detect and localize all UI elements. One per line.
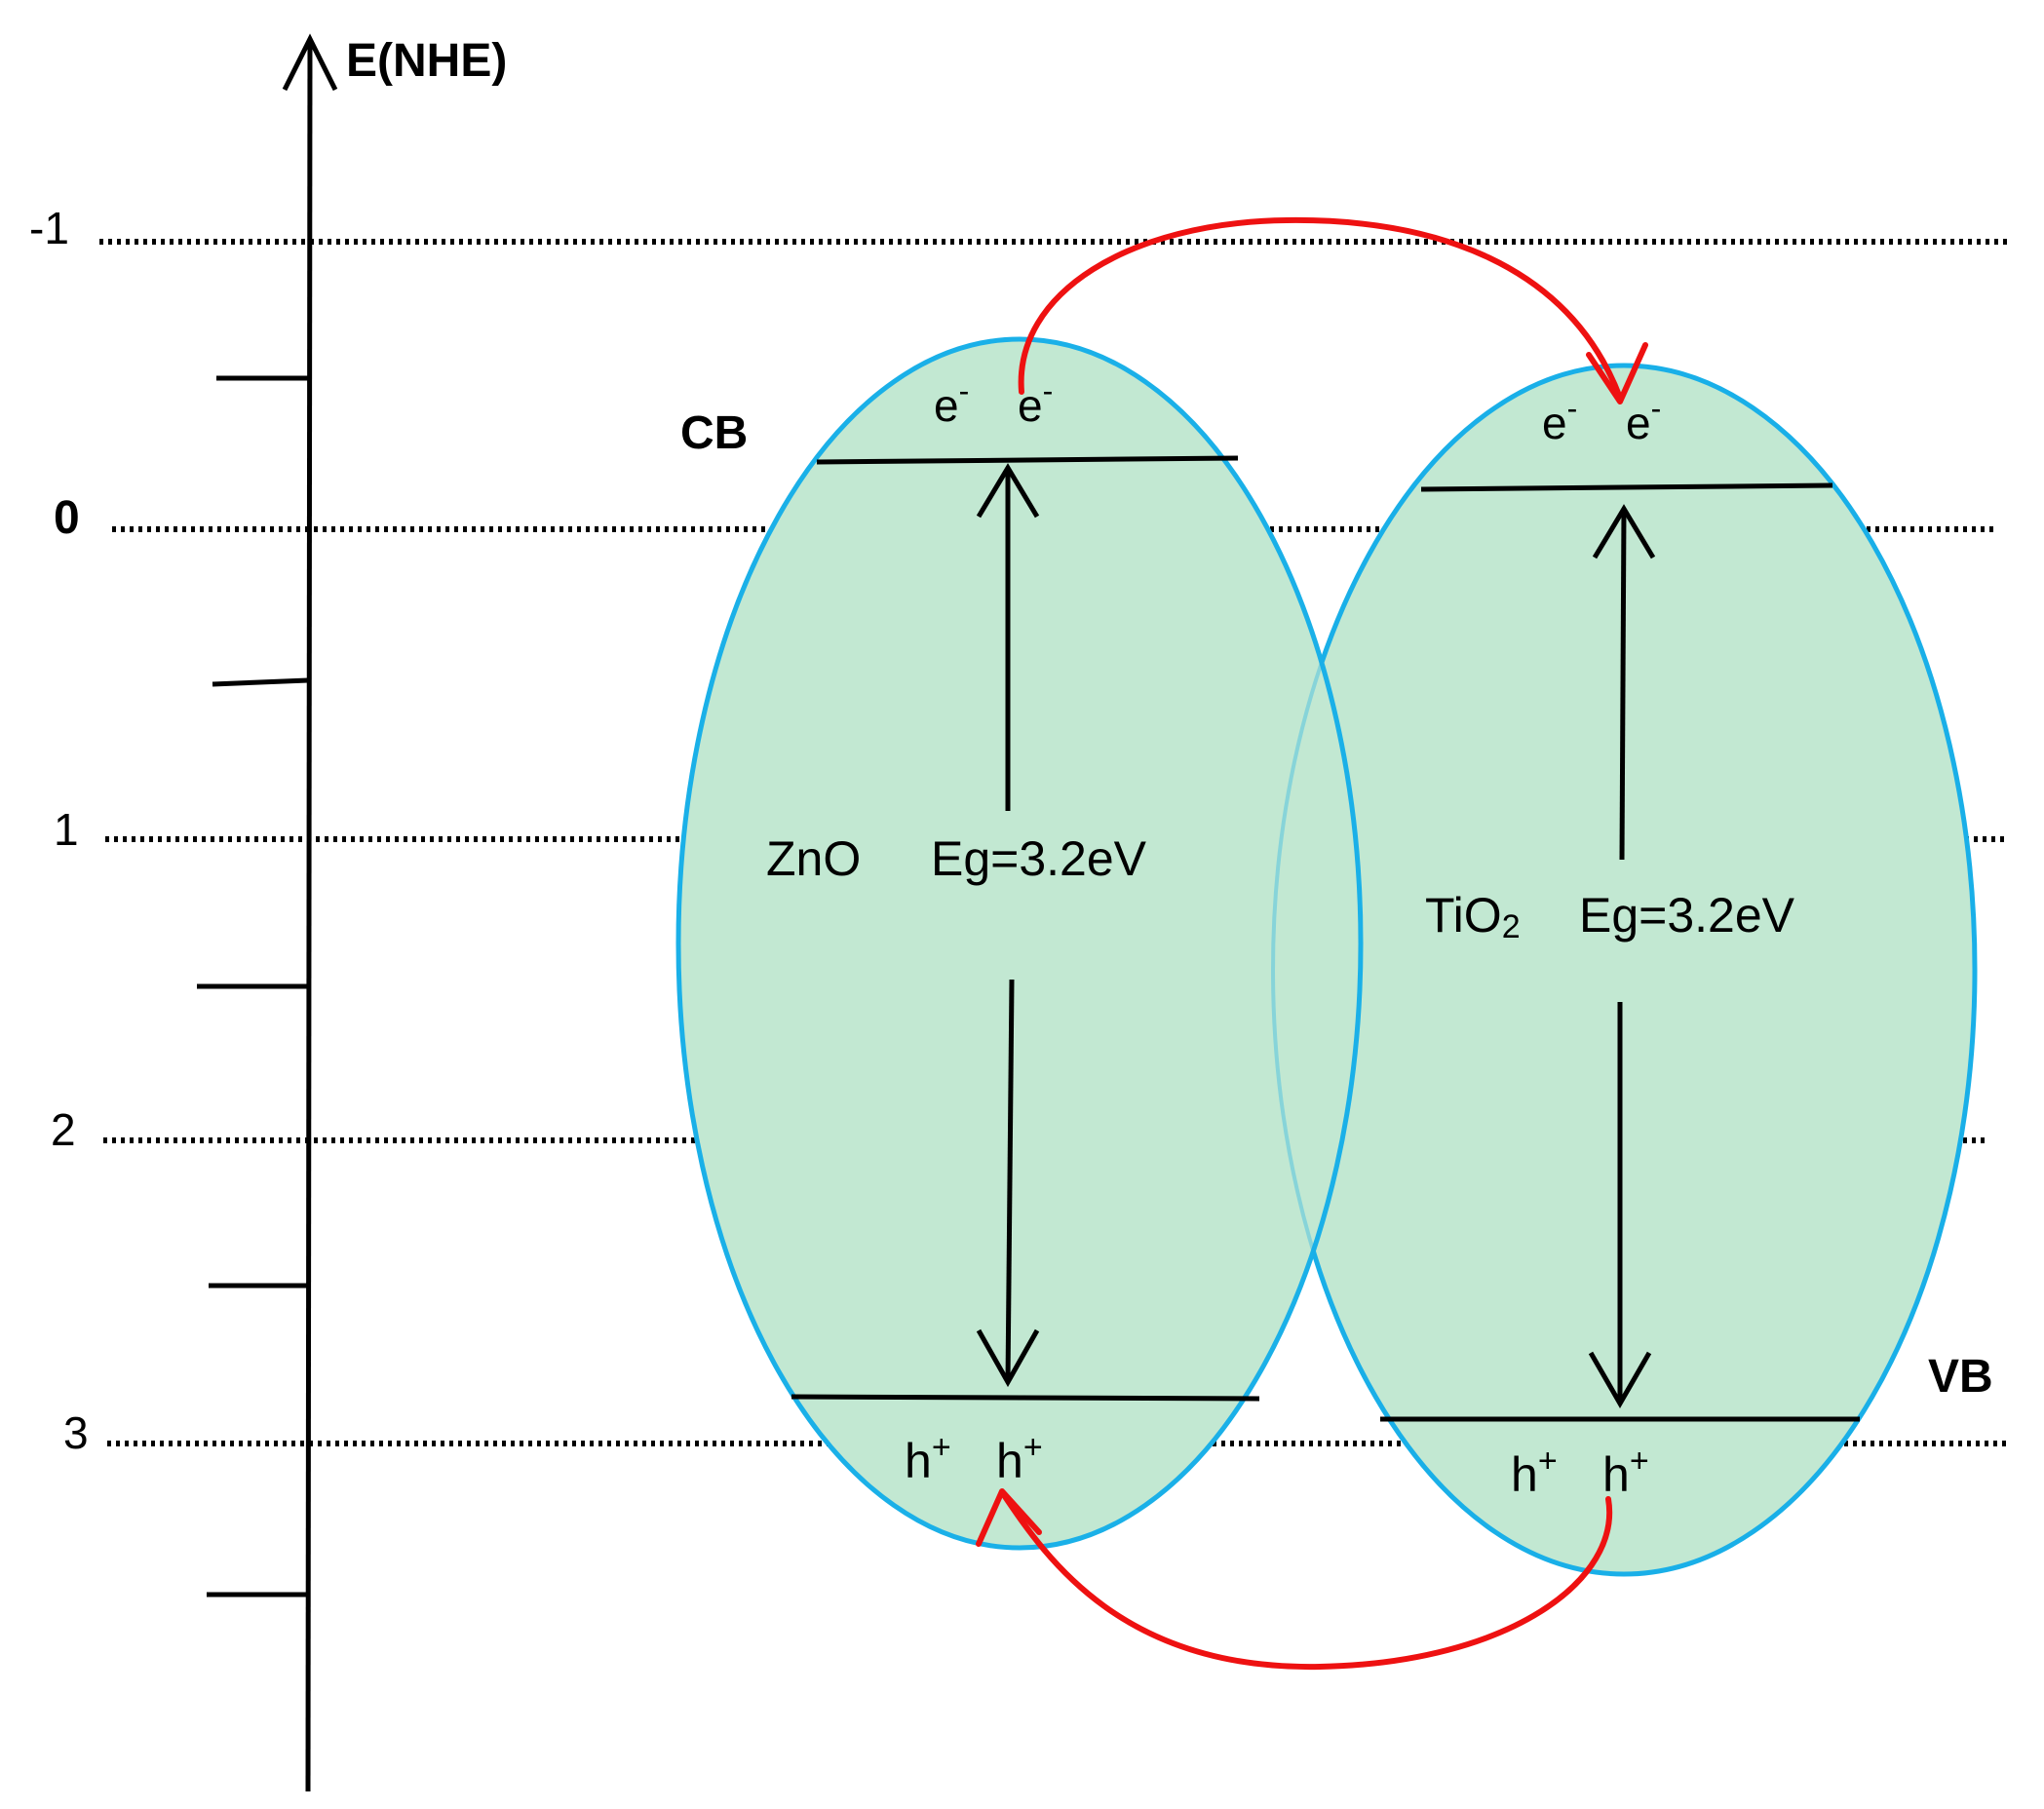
tio2-down-arrowhead [1588,1351,1652,1409]
zno-material-label: ZnO [766,831,861,886]
tio2-hole-2: h+ [1602,1443,1649,1502]
cb-label: CB [680,407,748,459]
zno-hole-1-symbol: h [905,1434,932,1488]
electron-transfer-arrow [1018,216,1623,401]
zno-gap-label: Eg=3.2eV [931,831,1147,886]
tio2-hole-2-charge: + [1630,1443,1649,1480]
zno-down-arrowhead [976,1328,1040,1388]
zno-electron-1: e- [934,373,969,431]
tick-label-minus-1: -1 [29,203,69,253]
tio2-ellipse-overlap-outline [1271,364,1977,1576]
hole-transfer-arrow [1001,1492,1613,1671]
tio2-electron-2-symbol: e [1626,398,1651,448]
tio2-hole-1: h+ [1511,1443,1558,1502]
tio2-electron-1-symbol: e [1542,398,1567,448]
tio2-up-arrowhead [1592,504,1656,559]
tick-label-1: 1 [54,804,79,855]
axis-arrowhead [282,33,338,92]
zno-ellipse [675,336,1364,1551]
zno-down-arrow-shaft [1005,979,1015,1383]
tick-label-2: 2 [51,1104,76,1155]
tio2-gap-label: Eg=3.2eV [1579,888,1795,943]
tio2-hole-1-symbol: h [1511,1447,1538,1502]
zno-hole-2-charge: + [1023,1429,1043,1466]
tio2-hole-1-charge: + [1538,1443,1558,1480]
zno-material-name: ZnO [766,831,861,886]
tio2-conduction-band-edge [1420,482,1833,492]
zno-electron-2-charge: - [1043,373,1054,408]
zno-conduction-band-edge [816,455,1239,465]
tick-label-0: 0 [54,492,80,544]
tio2-electron-1: e- [1542,391,1577,448]
tio2-electron-2-charge: - [1651,391,1662,426]
hole-transfer-arrowhead [976,1488,1042,1547]
zno-particle [675,336,1364,1551]
tio2-material-subscript: 2 [1502,908,1521,945]
zno-hole-2: h+ [996,1429,1043,1488]
tick-label-3: 3 [63,1407,89,1458]
axis-minor-ticks [197,375,309,1597]
zno-hole-2-symbol: h [996,1434,1023,1488]
energy-axis [305,38,313,1792]
zno-electron-1-charge: - [959,373,970,408]
zno-up-arrowhead [976,463,1040,519]
tio2-material-label: TiO2 [1425,888,1521,945]
tio2-electron-2: e- [1626,391,1661,448]
zno-hole-1-charge: + [932,1429,951,1466]
tio2-electron-1-charge: - [1567,391,1578,426]
vb-label: VB [1928,1351,1993,1403]
zno-electron-1-symbol: e [934,380,959,431]
electron-transfer-arrowhead [1586,342,1648,404]
zno-valence-band-edge [791,1394,1260,1402]
tio2-hole-2-symbol: h [1602,1447,1630,1502]
tick-mark-half [212,677,309,687]
tio2-material-name: TiO [1425,888,1502,943]
zno-hole-1: h+ [905,1429,951,1488]
tio2-up-arrow-shaft [1619,508,1627,861]
axis-title: E(NHE) [346,35,507,87]
